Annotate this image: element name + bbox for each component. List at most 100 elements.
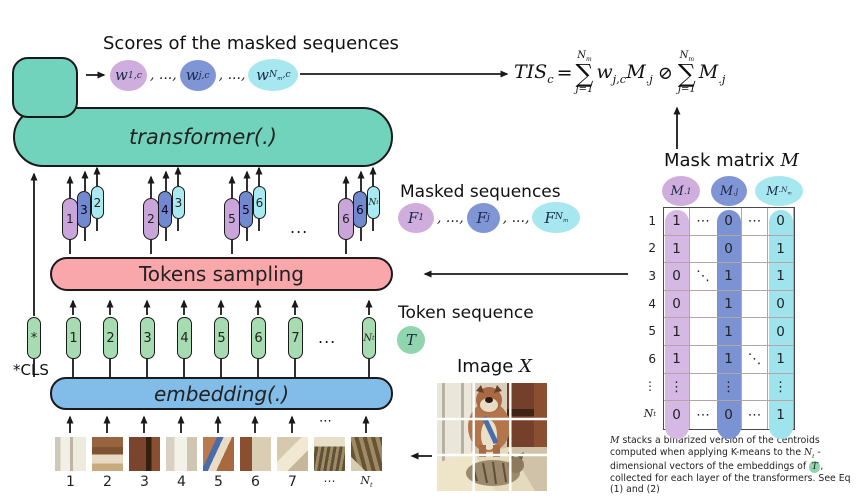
matrix-cell: 1 <box>768 401 794 429</box>
image-patch-8 <box>314 437 345 471</box>
matrix-cell: ⋯ <box>696 406 710 423</box>
token-pill-cls: * <box>27 317 41 359</box>
image-patch-6 <box>240 437 271 471</box>
matrix-cell: 0 <box>664 290 690 319</box>
mask-matrix-title: Mask matrix M <box>664 150 799 171</box>
token-pill: 1 <box>66 317 81 359</box>
matrix-caption: M stacks a binarized version of the cent… <box>610 435 851 496</box>
matrix-cell: 0 <box>664 401 690 429</box>
tis-formula: TISc = Nm ∑ j=1 wj,cM.j ⊘ Nm ∑ j=1 M.j <box>514 49 726 96</box>
matrix-row-label: 3 <box>648 268 656 283</box>
masked-pill: 3 <box>172 186 185 219</box>
patch-strip-ellipsis: ⋯ <box>319 414 333 429</box>
sum-operator: Nm ∑ j=1 <box>677 49 696 96</box>
matrix-cell: ⋱ <box>742 345 768 374</box>
matrix-cell: 1 <box>768 235 794 264</box>
patch-number: 7 <box>288 474 297 490</box>
masked-pill: 3 <box>77 191 91 228</box>
matrix-cell <box>742 373 768 402</box>
token-pill: 2 <box>103 317 118 359</box>
matrix-cell: 0 <box>768 318 794 346</box>
image-patch-2 <box>92 437 123 471</box>
matrix-cell: 0 <box>716 235 742 264</box>
patch-number: 1 <box>66 474 75 490</box>
matrix-cell: 0 <box>768 290 794 319</box>
image-patch-7 <box>277 437 308 471</box>
matrix-cell <box>742 235 768 264</box>
matrix-cell <box>742 318 768 346</box>
masked-groups-ellipsis: ... <box>290 218 309 237</box>
matrix-cell: 0 <box>716 208 742 236</box>
matrix-col-header-Mj: M.j <box>711 176 747 206</box>
image-patch-5 <box>203 437 234 471</box>
masked-sequences-label: Masked sequences <box>400 182 561 202</box>
masked-pill: 1 <box>62 198 78 240</box>
matrix-cell <box>690 346 716 374</box>
matrix-row-label: ⋮ <box>644 379 656 394</box>
matrix-cell: 1 <box>716 263 742 291</box>
matrix-cell <box>690 291 716 319</box>
matrix-cell: 0 <box>768 208 794 236</box>
token-pill: 4 <box>177 317 192 359</box>
matrix-cell: ⋮ <box>768 373 794 402</box>
masked-pill: 5 <box>224 198 240 240</box>
matrix-cell: 1 <box>768 263 794 291</box>
matrix-cell: 1 <box>664 235 690 264</box>
matrix-cell: 1 <box>716 290 742 319</box>
patch-number: 5 <box>214 474 223 490</box>
image-x-photo <box>437 383 547 491</box>
embedding-label: embedding(.) <box>153 381 290 406</box>
matrix-cell <box>690 236 716 264</box>
matrix-cell: 1 <box>716 318 742 346</box>
matrix-cell: ⋯ <box>690 208 716 236</box>
matrix-row-label: 1 <box>648 213 656 228</box>
matrix-cell: ⋱ <box>690 263 716 291</box>
patch-number: 6 <box>251 474 260 490</box>
matrix-row-label: 2 <box>648 241 656 256</box>
matrix-cell <box>690 374 716 402</box>
masked-pill: 5 <box>239 191 253 228</box>
matrix-cell: 1 <box>768 345 794 374</box>
image-patch-4 <box>166 437 197 471</box>
patch-number: 3 <box>140 474 149 490</box>
matrix-cell: ⋯ <box>742 401 768 429</box>
matrix-row-label: 4 <box>648 296 656 311</box>
transformer-label: transformer(.) <box>129 125 277 149</box>
matrix-cell: ⋮ <box>716 373 742 402</box>
transformer-block: transformer(.) <box>13 107 393 167</box>
sum-operator: Nm ∑ j=1 <box>575 49 594 96</box>
cls-token-label: *CLS <box>13 361 49 379</box>
masked-pill: 2 <box>143 198 159 240</box>
patch-number-ellipsis: ⋯ <box>323 474 336 488</box>
scores-sep: , ..., <box>218 67 246 83</box>
image-patch-9 <box>351 437 382 471</box>
matrix-row-label: 6 <box>648 351 656 366</box>
elementwise-division-icon: ⊘ <box>657 62 673 84</box>
image-x-label: Image X <box>457 356 532 377</box>
masked-pill: 4 <box>158 191 172 228</box>
matrix-cell <box>742 263 768 291</box>
matrix-cell: 1 <box>664 345 690 374</box>
token-pill: 3 <box>140 317 155 359</box>
matrix-row-label: 5 <box>648 324 656 339</box>
embedding-block: embedding(.) <box>50 377 393 410</box>
image-patch-1 <box>55 437 86 471</box>
matrix-cell: 1 <box>716 345 742 374</box>
matrix-cell: ⋮ <box>664 373 690 402</box>
patch-number: 2 <box>103 474 112 490</box>
caption-T-highlight: T <box>809 460 821 473</box>
scores-sep: , ..., <box>150 67 177 83</box>
tokens-sampling-label: Tokens sampling <box>138 262 305 286</box>
image-patch-3 <box>129 437 160 471</box>
matrix-cell: ⋯ <box>742 208 768 236</box>
token-sequence-label: Token sequence <box>398 303 534 323</box>
